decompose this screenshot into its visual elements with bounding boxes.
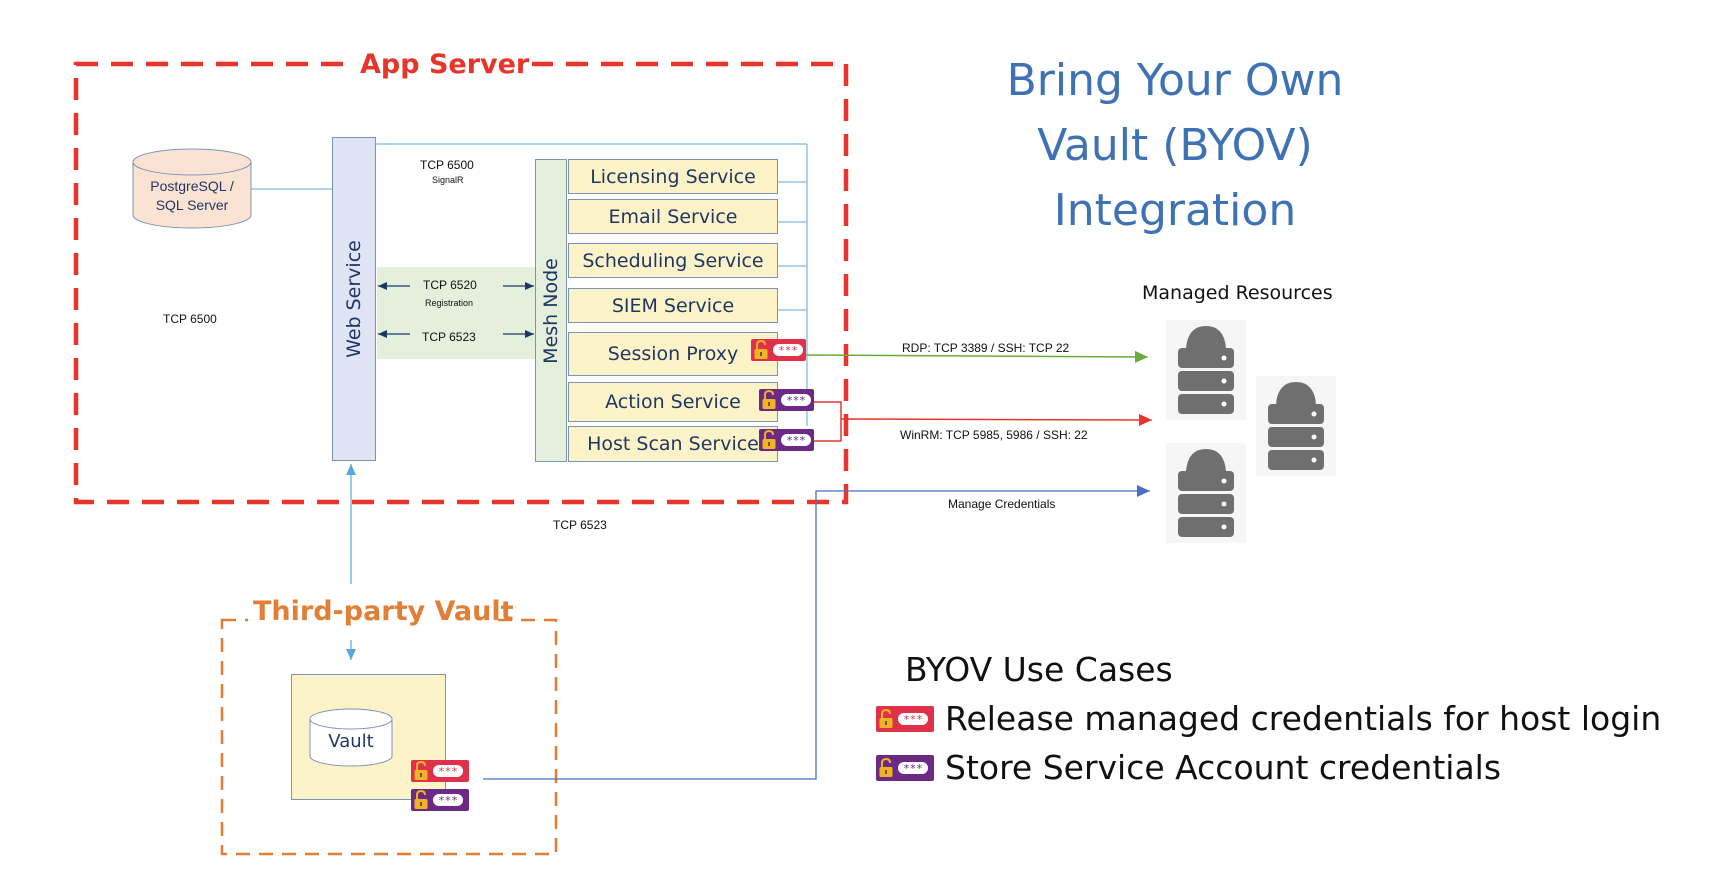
tcp-6523-bottom-label: TCP 6523 xyxy=(553,518,607,532)
app-server-label-gap xyxy=(352,52,532,78)
diagram-title: Bring Your Own Vault (BYOV) Integration xyxy=(940,48,1410,243)
rdp-arrow xyxy=(805,350,1149,363)
registration-label: Registration xyxy=(425,298,474,308)
vault-label: Vault xyxy=(328,731,374,752)
session-proxy-badge: *** xyxy=(751,339,806,361)
winrm-arrow xyxy=(840,413,1153,426)
database-cylinder xyxy=(132,148,252,229)
managed-resources-label: Managed Resources xyxy=(1142,282,1333,304)
database-label: PostgreSQL / SQL Server xyxy=(133,177,251,215)
legend-release-text: Release managed credentials for host log… xyxy=(945,699,1662,738)
legend-store-row: *** Store Service Account credentials xyxy=(876,748,1501,787)
action-service-badge: *** xyxy=(759,389,814,411)
lock-icon xyxy=(879,757,893,777)
mesh-node-label: Mesh Node xyxy=(540,257,562,364)
database-label-line-1: PostgreSQL / xyxy=(150,178,234,194)
database-label-line-2: SQL Server xyxy=(155,197,229,213)
lock-icon xyxy=(879,708,893,728)
legend-store-badge: *** xyxy=(876,754,934,781)
legend-release-badge: *** xyxy=(876,705,934,732)
password-stars: *** xyxy=(898,761,928,774)
password-stars: *** xyxy=(773,344,803,356)
title-line-3: Integration xyxy=(1053,185,1297,236)
third-party-vault-label: Third-party Vault xyxy=(253,596,514,627)
server-icon xyxy=(1256,376,1336,476)
host-scan-service-badge: *** xyxy=(759,429,814,451)
vault-release-badge: *** xyxy=(411,760,469,782)
tcp-6523-band-label: TCP 6523 xyxy=(422,330,476,344)
vault-store-badge: *** xyxy=(411,789,469,811)
server-icon xyxy=(1166,443,1246,543)
scheduling-service-box: Scheduling Service xyxy=(568,243,778,278)
tcp-6500-top-label: TCP 6500 xyxy=(420,158,474,172)
tcp-6520-label: TCP 6520 xyxy=(423,278,477,292)
lock-icon xyxy=(414,761,428,780)
action-service-box: Action Service xyxy=(568,382,778,422)
email-service-box: Email Service xyxy=(568,199,778,234)
app-server-label: App Server xyxy=(360,49,530,80)
password-stars: *** xyxy=(898,712,928,725)
password-stars: *** xyxy=(433,794,463,806)
mesh-node-box: Mesh Node xyxy=(535,159,567,462)
winrm-connector xyxy=(814,401,842,442)
lock-icon xyxy=(762,430,776,449)
lock-icon xyxy=(414,790,428,809)
licensing-service-box: Licensing Service xyxy=(568,159,778,194)
password-stars: *** xyxy=(781,394,811,406)
lock-icon xyxy=(762,390,776,409)
password-stars: *** xyxy=(433,765,463,777)
password-stars: *** xyxy=(781,434,811,446)
legend-store-text: Store Service Account credentials xyxy=(945,748,1502,787)
lock-icon xyxy=(754,340,768,359)
vault-label-gap xyxy=(248,606,498,632)
tcp-6500-left-label: TCP 6500 xyxy=(163,312,217,326)
web-service-box: Web Service xyxy=(332,137,376,461)
title-line-2: Vault (BYOV) xyxy=(1037,120,1313,171)
host-scan-service-box: Host Scan Service xyxy=(568,426,778,462)
web-service-label: Web Service xyxy=(343,240,365,358)
session-proxy-box: Session Proxy xyxy=(568,332,778,376)
winrm-label: WinRM: TCP 5985, 5986 / SSH: 22 xyxy=(900,428,1088,442)
signalr-label: SignalR xyxy=(432,175,464,185)
manage-credentials-label: Manage Credentials xyxy=(948,497,1056,511)
rdp-label: RDP: TCP 3389 / SSH: TCP 22 xyxy=(902,341,1070,355)
title-line-1: Bring Your Own xyxy=(1006,55,1344,106)
legend-heading: BYOV Use Cases xyxy=(905,650,1173,689)
siem-service-box: SIEM Service xyxy=(568,288,778,323)
legend-release-row: *** Release managed credentials for host… xyxy=(876,699,1661,738)
manage-credentials-line xyxy=(483,485,1150,780)
registration-band xyxy=(377,267,535,359)
server-icon xyxy=(1166,320,1246,420)
